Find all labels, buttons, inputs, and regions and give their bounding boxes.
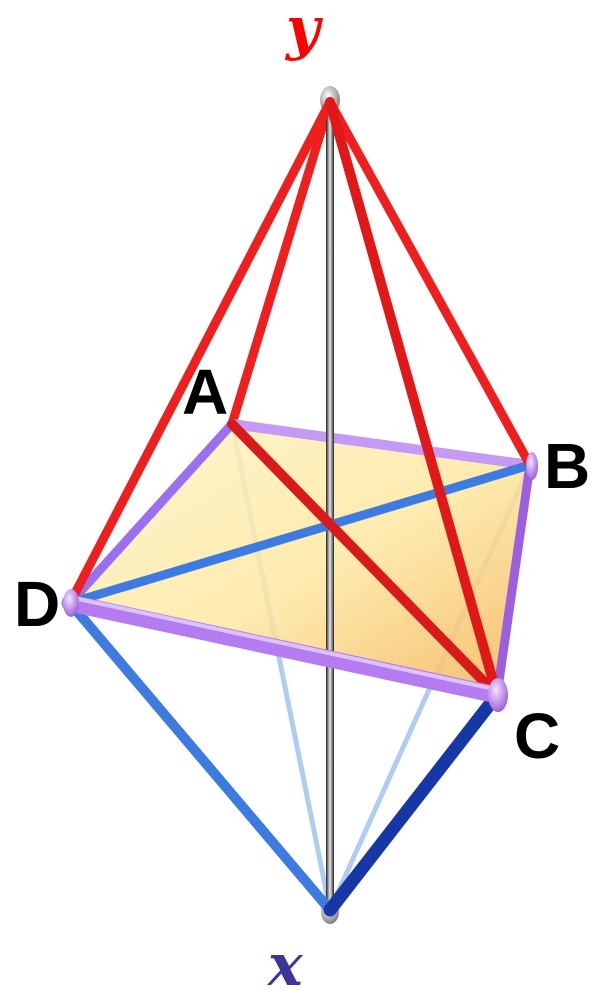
vertex-d-label: D <box>14 568 60 640</box>
edge-top-b <box>325 97 535 470</box>
edge-a-d <box>65 419 237 608</box>
vertex-c-cap <box>488 678 508 712</box>
edge-bottom-c <box>323 688 504 917</box>
edge-b-c <box>492 460 535 700</box>
edge-top-a <box>227 97 335 429</box>
axis-y-label: y <box>284 0 324 62</box>
edge-a-b <box>227 419 535 470</box>
diagonal-a-c <box>227 419 502 700</box>
vertex-d-cap <box>63 589 79 617</box>
vertical-axis-rod <box>326 98 334 914</box>
vertex-a-label: A <box>182 356 228 428</box>
diagonal-d-b <box>65 460 535 608</box>
axis-x-label: x <box>266 931 304 990</box>
edge-top-c <box>325 97 502 700</box>
edge-d-c <box>61 594 506 704</box>
vertex-b-cap <box>526 452 538 480</box>
edge-top-d <box>65 97 335 608</box>
vertex-b-label: B <box>544 430 590 502</box>
vertex-c-label: C <box>514 700 560 772</box>
edge-bottom-d <box>65 598 335 915</box>
edge-d-c-highlight <box>72 596 496 691</box>
